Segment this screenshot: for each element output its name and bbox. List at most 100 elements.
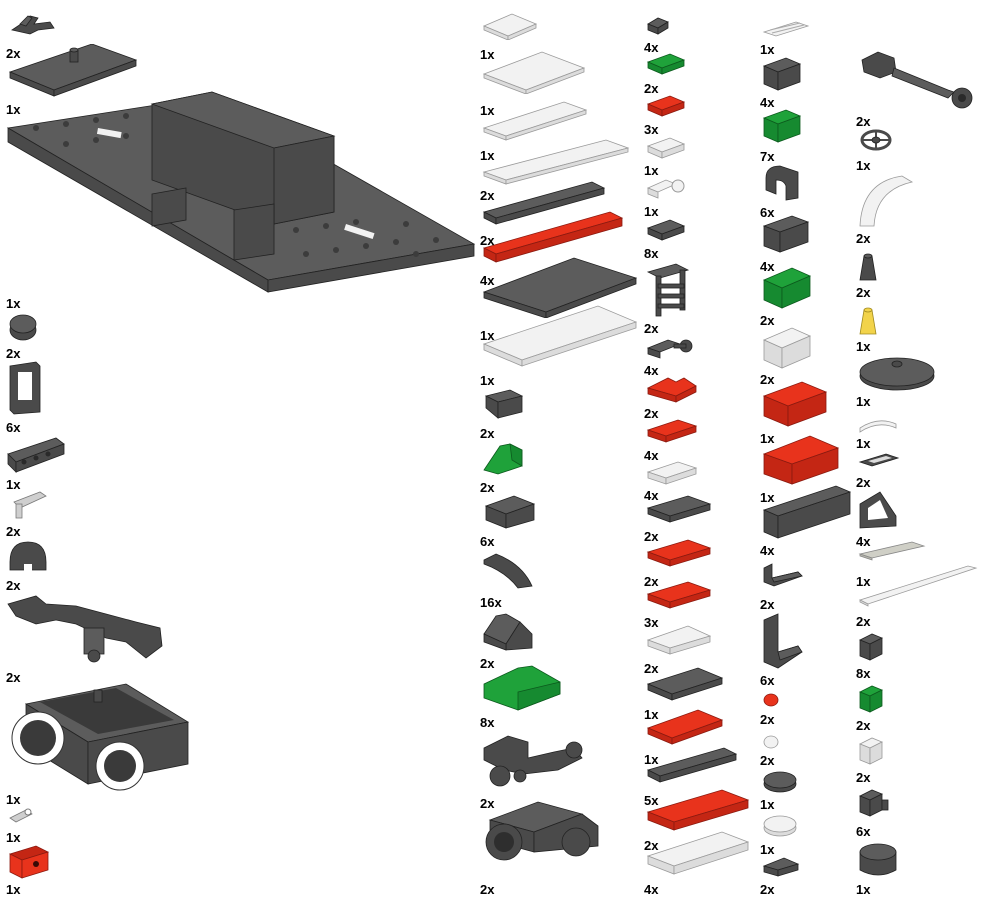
tile-1x4-icon bbox=[858, 541, 926, 561]
brick-1x1-icon bbox=[859, 685, 883, 713]
turntable-round-icon bbox=[859, 357, 935, 391]
plate-1x2-icon bbox=[646, 461, 698, 485]
quantity-label: 2x bbox=[480, 426, 495, 441]
plate-1x2-icon bbox=[646, 219, 686, 241]
cone-icon bbox=[859, 253, 877, 281]
quantity-label: 2x bbox=[760, 753, 775, 768]
turntable-plate-icon bbox=[8, 44, 138, 97]
quantity-label: 1x bbox=[6, 102, 21, 117]
arch-curved-icon bbox=[859, 175, 914, 227]
quantity-label: 2x bbox=[480, 233, 495, 248]
plate-1x2-icon bbox=[646, 95, 686, 117]
quantity-label: 4x bbox=[480, 273, 495, 288]
quantity-label: 2x bbox=[644, 838, 659, 853]
plate-2x3-icon bbox=[646, 495, 712, 523]
plate-2x4-small-icon bbox=[646, 709, 724, 745]
quantity-label: 6x bbox=[6, 420, 21, 435]
plate-1x2-icon bbox=[646, 53, 686, 75]
technic-brick-icon bbox=[8, 845, 50, 879]
slope-1x2-icon bbox=[483, 443, 523, 475]
quantity-label: 1x bbox=[856, 882, 871, 897]
round-brick-2x2-icon bbox=[859, 843, 897, 876]
brick-2x4-icon bbox=[762, 435, 840, 485]
quantity-label: 8x bbox=[856, 666, 871, 681]
quantity-label: 1x bbox=[480, 373, 495, 388]
quantity-label: 2x bbox=[6, 670, 21, 685]
quantity-label: 2x bbox=[856, 285, 871, 300]
quantity-label: 4x bbox=[856, 534, 871, 549]
slope-45-2x2-icon bbox=[483, 613, 533, 651]
quantity-label: 2x bbox=[480, 882, 495, 897]
quantity-label: 4x bbox=[760, 259, 775, 274]
quantity-label: 1x bbox=[480, 328, 495, 343]
quantity-label: 2x bbox=[760, 372, 775, 387]
quantity-label: 4x bbox=[760, 543, 775, 558]
quantity-label: 2x bbox=[644, 661, 659, 676]
brick-1x1-icon bbox=[859, 737, 883, 765]
quantity-label: 1x bbox=[760, 490, 775, 505]
quarter-tile-icon bbox=[859, 420, 897, 433]
cone-icon bbox=[859, 307, 877, 335]
plate-1x10-icon bbox=[482, 211, 624, 263]
quantity-label: 6x bbox=[856, 824, 871, 839]
quantity-label: 1x bbox=[480, 148, 495, 163]
quantity-label: 2x bbox=[760, 597, 775, 612]
steering-wheel-icon bbox=[860, 129, 892, 151]
ladder-icon bbox=[646, 263, 690, 317]
tile-grille-icon bbox=[762, 21, 810, 37]
quantity-label: 4x bbox=[644, 882, 659, 897]
brick-1x1-clip-icon bbox=[859, 789, 889, 817]
quantity-label: 8x bbox=[644, 246, 659, 261]
quantity-label: 1x bbox=[856, 436, 871, 451]
technic-pin-icon bbox=[9, 808, 33, 823]
window-frame-icon bbox=[9, 361, 41, 415]
quantity-label: 4x bbox=[644, 363, 659, 378]
quantity-label: 2x bbox=[856, 475, 871, 490]
plate-2x4-icon bbox=[482, 51, 586, 94]
plate-1x1-icon bbox=[647, 17, 669, 35]
quantity-label: 2x bbox=[856, 231, 871, 246]
slope-45-2x4-icon bbox=[483, 665, 561, 711]
quantity-label: 1x bbox=[644, 752, 659, 767]
slope-curved-icon bbox=[483, 553, 533, 589]
brick-1x6-icon bbox=[762, 485, 852, 539]
quantity-label: 2x bbox=[644, 321, 659, 336]
plate-2x2-rounded-icon bbox=[646, 377, 697, 403]
quantity-label: 6x bbox=[480, 534, 495, 549]
quantity-label: 4x bbox=[760, 95, 775, 110]
brick-2x2-icon bbox=[763, 267, 811, 309]
train-coupler-icon bbox=[483, 735, 583, 787]
train-base-plate-icon bbox=[6, 91, 476, 293]
quantity-label: 3x bbox=[644, 122, 659, 137]
quantity-label: 2x bbox=[644, 406, 659, 421]
quantity-label: 2x bbox=[644, 529, 659, 544]
quantity-label: 2x bbox=[644, 81, 659, 96]
brick-1x2-icon bbox=[762, 57, 802, 91]
quantity-label: 1x bbox=[6, 830, 21, 845]
quantity-label: 2x bbox=[856, 770, 871, 785]
train-wheel-holder-icon bbox=[485, 801, 599, 861]
train-motor-icon bbox=[11, 683, 190, 791]
quantity-label: 1x bbox=[760, 42, 775, 57]
plate-with-clips-icon bbox=[7, 437, 65, 473]
quantity-label: 2x bbox=[6, 524, 21, 539]
lightsaber-hilt-icon bbox=[13, 491, 47, 519]
brick-2x2-icon bbox=[763, 327, 811, 369]
quantity-label: 2x bbox=[480, 656, 495, 671]
slope-inverted-double-icon bbox=[484, 495, 536, 529]
quantity-label: 6x bbox=[760, 205, 775, 220]
quantity-label: 1x bbox=[6, 296, 21, 311]
plate-1x2-icon bbox=[762, 857, 800, 877]
quantity-label: 1x bbox=[644, 163, 659, 178]
quantity-label: 1x bbox=[644, 707, 659, 722]
quantity-label: 4x bbox=[644, 448, 659, 463]
quantity-label: 2x bbox=[6, 578, 21, 593]
plate-1x2-clip-icon bbox=[646, 179, 685, 199]
quantity-label: 3x bbox=[644, 615, 659, 630]
quantity-label: 2x bbox=[480, 188, 495, 203]
arch-brick-icon bbox=[765, 165, 799, 201]
slope-inverted-icon bbox=[484, 389, 524, 419]
quantity-label: 1x bbox=[760, 842, 775, 857]
quantity-label: 2x bbox=[644, 574, 659, 589]
brick-1x1-clip-icon bbox=[859, 633, 883, 661]
